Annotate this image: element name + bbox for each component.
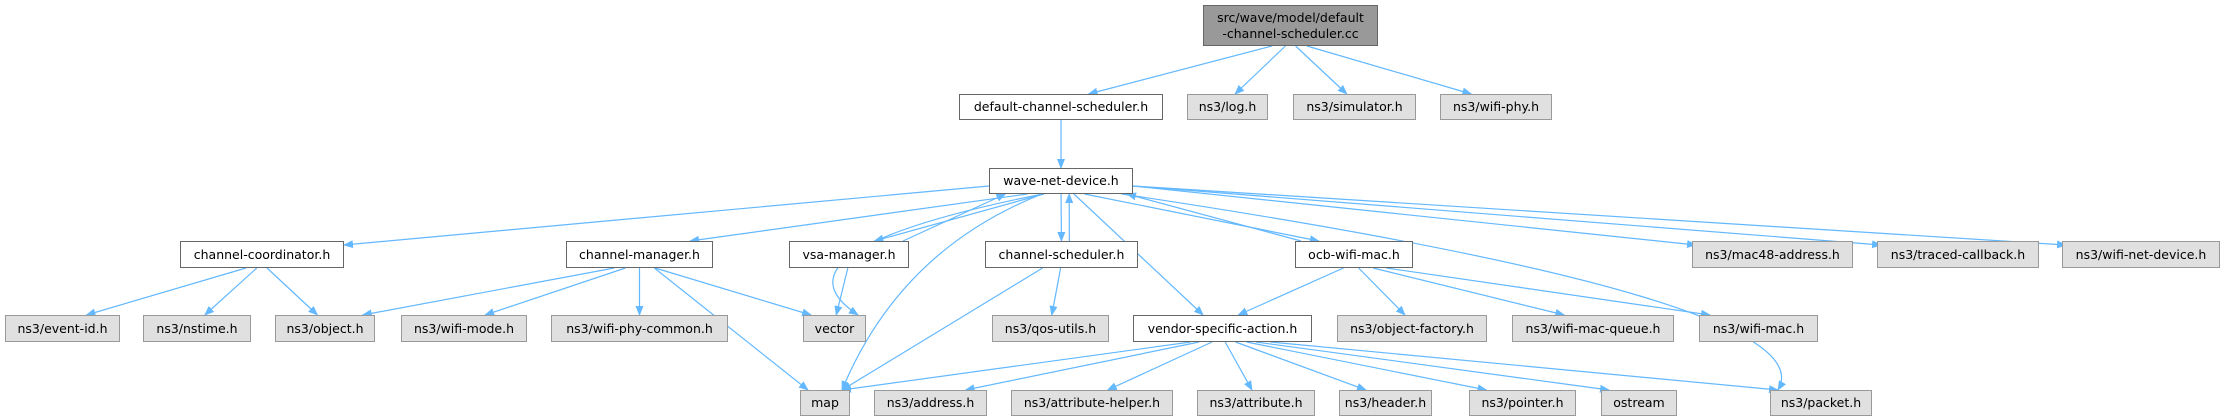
edge-cc-to-object bbox=[266, 267, 319, 316]
edge-wave-to-cc bbox=[343, 185, 990, 249]
edge-wave-to-traced bbox=[1132, 185, 1882, 249]
node-wnd: ns3/wifi-net-device.h bbox=[2062, 241, 2220, 268]
node-ocb[interactable]: ocb-wifi-mac.h bbox=[1295, 241, 1413, 268]
edge-cs-to-qos bbox=[1049, 267, 1062, 316]
edge-root-to-wphy bbox=[1306, 45, 1473, 96]
node-nstime: ns3/nstime.h bbox=[143, 315, 251, 342]
edge-vendor-to-pointer bbox=[1246, 341, 1488, 393]
edge-root-to-sim bbox=[1295, 45, 1348, 95]
edge-vsa-to-wave bbox=[902, 193, 1007, 242]
node-root[interactable]: src/wave/model/default -channel-schedule… bbox=[1203, 5, 1378, 46]
edge-wave-to-mac48 bbox=[1132, 185, 1697, 249]
edge-vendor-to-attr bbox=[1224, 341, 1253, 391]
edge-wave-to-cm bbox=[689, 193, 1028, 244]
edge-ocb-to-wmq bbox=[1372, 267, 1566, 317]
node-map: map bbox=[800, 390, 850, 416]
node-wmac: ns3/wifi-mac.h bbox=[1699, 315, 1818, 342]
node-vsa[interactable]: vsa-manager.h bbox=[789, 241, 909, 268]
edge-root-to-dcs bbox=[1087, 45, 1273, 96]
node-sim: ns3/simulator.h bbox=[1293, 94, 1416, 120]
edge-ocb-to-objf bbox=[1358, 267, 1406, 316]
edge-cm-to-wmode bbox=[484, 267, 626, 316]
edge-vendor-to-attrh bbox=[1106, 341, 1213, 391]
node-dcs[interactable]: default-channel-scheduler.h bbox=[959, 94, 1163, 120]
edge-cc-to-eventid bbox=[85, 267, 247, 317]
edge-wave-to-vendor bbox=[1073, 193, 1204, 316]
node-vector: vector bbox=[803, 315, 866, 342]
node-attr: ns3/attribute.h bbox=[1197, 390, 1315, 416]
edge-cm-to-vector bbox=[654, 267, 813, 317]
node-cc[interactable]: channel-coordinator.h bbox=[180, 241, 344, 268]
edge-wave-to-vsa bbox=[873, 193, 1045, 243]
edge-ocb-to-vendor bbox=[1237, 267, 1344, 316]
node-wmq: ns3/wifi-mac-queue.h bbox=[1512, 315, 1674, 342]
edge-cs-to-map bbox=[841, 267, 1043, 391]
node-wave[interactable]: wave-net-device.h bbox=[989, 168, 1133, 194]
edge-wave-to-ocb bbox=[1084, 193, 1320, 244]
edge-wave-to-wnd bbox=[1132, 185, 2067, 249]
node-pointer: ns3/pointer.h bbox=[1469, 390, 1576, 416]
edge-vsa-to-vector bbox=[834, 267, 849, 316]
node-packet: ns3/packet.h bbox=[1770, 390, 1872, 416]
node-cm[interactable]: channel-manager.h bbox=[566, 241, 713, 268]
node-mac48: ns3/mac48-address.h bbox=[1692, 241, 1853, 268]
edge-cm-to-object bbox=[361, 267, 615, 318]
edge-ocb-to-wave bbox=[1126, 192, 1302, 242]
edge-vendor-to-map bbox=[841, 341, 1191, 393]
node-vendor[interactable]: vendor-specific-action.h bbox=[1133, 315, 1312, 342]
node-objf: ns3/object-factory.h bbox=[1337, 315, 1487, 342]
node-eventid: ns3/event-id.h bbox=[5, 315, 120, 342]
edge-ocb-to-wmac bbox=[1386, 267, 1711, 318]
node-wmode: ns3/wifi-mode.h bbox=[401, 315, 527, 342]
node-object: ns3/object.h bbox=[275, 315, 375, 342]
edge-vendor-to-header bbox=[1235, 341, 1367, 391]
node-wpc: ns3/wifi-phy-common.h bbox=[551, 315, 728, 342]
edge-vendor-to-ostream bbox=[1255, 341, 1610, 393]
edge-root-to-log bbox=[1234, 45, 1286, 95]
edge-cc-to-nstime bbox=[204, 267, 258, 316]
node-ostream: ostream bbox=[1601, 390, 1677, 416]
edge-wave-to-map bbox=[841, 193, 1043, 391]
node-log: ns3/log.h bbox=[1187, 94, 1268, 120]
edge-vendor-to-addr bbox=[964, 341, 1200, 393]
edge-vendor-to-packet bbox=[1270, 341, 1779, 394]
node-cs[interactable]: channel-scheduler.h bbox=[985, 241, 1138, 268]
node-attrh: ns3/attribute-helper.h bbox=[1011, 390, 1173, 416]
edge-cm-to-map bbox=[653, 267, 809, 391]
node-header: ns3/header.h bbox=[1339, 390, 1432, 416]
edge-wave-to-packet bbox=[1121, 193, 1786, 391]
node-qos: ns3/qos-utils.h bbox=[992, 315, 1109, 342]
node-addr: ns3/address.h bbox=[874, 390, 987, 416]
node-traced: ns3/traced-callback.h bbox=[1877, 241, 2039, 268]
node-wphy: ns3/wifi-phy.h bbox=[1440, 94, 1552, 120]
